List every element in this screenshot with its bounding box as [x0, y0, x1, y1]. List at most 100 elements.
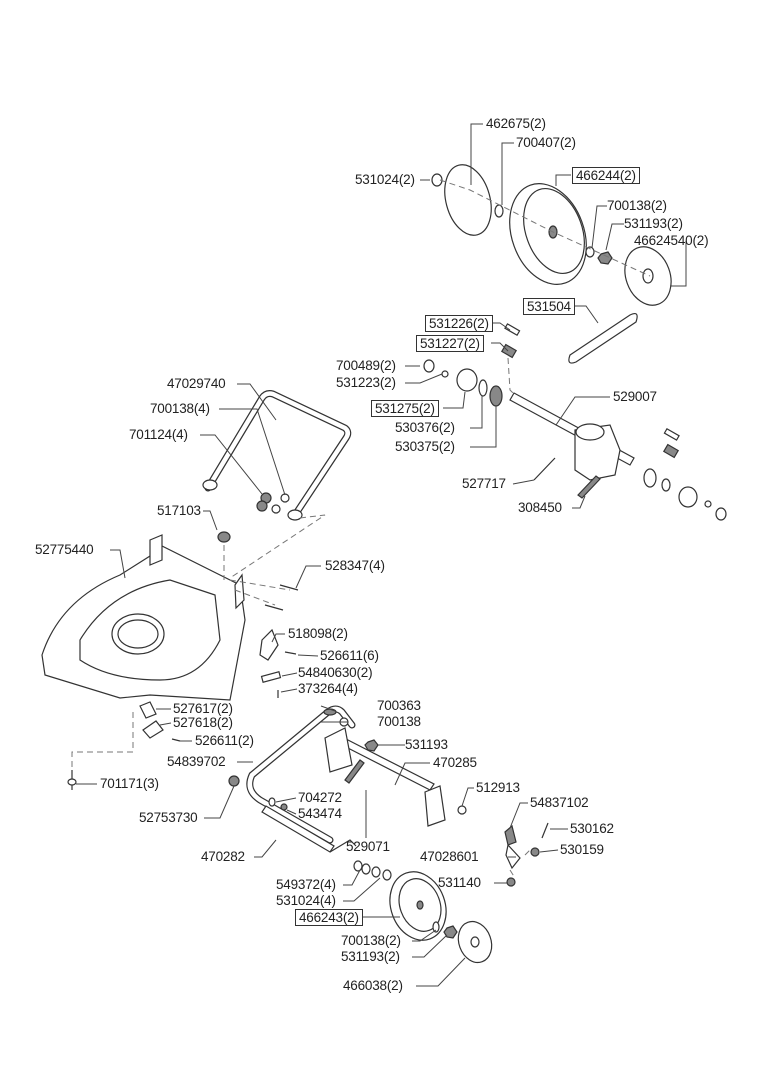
label-52753730: 52753730 — [139, 810, 198, 825]
label-528347: 528347(4) — [325, 558, 385, 573]
key-531226 — [504, 323, 521, 337]
washer-531223 — [441, 370, 449, 378]
label-517103: 517103 — [157, 503, 201, 518]
label-470285: 470285 — [433, 755, 477, 770]
hub-cap-46624540 — [624, 246, 672, 306]
label-529007: 529007 — [613, 389, 657, 404]
label-543474: 543474 — [298, 806, 342, 821]
label-531223: 531223(2) — [336, 375, 396, 390]
upper-handle-47029740 — [202, 390, 352, 579]
label-308450: 308450 — [518, 500, 562, 515]
bolt-530162 — [541, 822, 549, 839]
label-466244: 466244(2) — [572, 167, 640, 184]
label-531226: 531226(2) — [425, 315, 493, 332]
label-54837102: 54837102 — [530, 795, 589, 810]
label-530375: 530375(2) — [395, 439, 455, 454]
ring-530376 — [478, 379, 488, 397]
nut-543474 — [280, 803, 288, 811]
plate-54840630 — [260, 671, 282, 683]
label-531193: 531193(2) — [624, 216, 683, 231]
nut-531193-axle — [364, 739, 379, 752]
label-527617: 527617(2) — [173, 701, 233, 716]
bushing-52753730 — [228, 775, 240, 787]
label-530159: 530159 — [560, 842, 604, 857]
rear-wheel-466244 — [509, 183, 587, 285]
clip-527618 — [142, 720, 164, 739]
label-466038: 466038(2) — [343, 978, 403, 993]
label-512913: 512913 — [476, 780, 520, 795]
bushing-549372 — [353, 860, 363, 872]
label-701171: 701171(3) — [100, 776, 159, 791]
label-54840630: 54840630(2) — [298, 665, 373, 680]
washer-700138 — [585, 246, 595, 258]
bolt-528347 — [279, 584, 299, 591]
washer-531024 — [431, 173, 443, 187]
lever-knob-54837102 — [504, 824, 517, 846]
label-466243: 466243(2) — [295, 909, 363, 926]
label-531227: 531227(2) — [416, 335, 484, 352]
label-470282: 470282 — [201, 849, 245, 864]
nut-531140 — [506, 877, 516, 887]
label-531275: 531275(2) — [371, 400, 439, 417]
label-531193-2: 531193(2) — [341, 949, 400, 964]
drive-belt-531504 — [568, 312, 638, 364]
label-700138-single: 700138 — [377, 714, 421, 729]
nut-530159 — [530, 847, 540, 857]
screw-526611 — [284, 651, 297, 655]
nut-531193 — [597, 251, 613, 265]
label-549372: 549372(4) — [276, 877, 336, 892]
gearbox-axle-529007 — [423, 323, 727, 521]
hub-cap-466038 — [457, 920, 493, 964]
label-47028601: 47028601 — [420, 849, 479, 864]
label-700363: 700363 — [377, 698, 421, 713]
label-530162: 530162 — [570, 821, 614, 836]
label-46624540: 46624540(2) — [634, 233, 709, 248]
label-529071: 529071 — [346, 839, 390, 854]
label-531193-single: 531193 — [405, 737, 448, 752]
label-530376: 530376(2) — [395, 420, 455, 435]
clip-527617 — [139, 701, 157, 719]
bolt-700363 — [323, 708, 337, 716]
mower-deck-52775440 — [41, 534, 246, 701]
label-518098: 518098(2) — [288, 626, 348, 641]
label-526611-6: 526611(6) — [320, 648, 379, 663]
bushing-700407 — [494, 204, 504, 218]
gear-531275 — [456, 368, 478, 392]
nut-531193-front — [443, 925, 458, 939]
label-373264: 373264(4) — [298, 681, 358, 696]
label-47029740: 47029740 — [167, 376, 226, 391]
label-462675: 462675(2) — [486, 116, 546, 131]
spring-308450 — [577, 475, 601, 499]
front-wheel-466243 — [389, 871, 447, 941]
washer-700138-front — [432, 921, 440, 933]
leader-lines — [76, 123, 687, 987]
label-52775440: 52775440 — [35, 542, 94, 557]
label-527618: 527618(2) — [173, 715, 233, 730]
washer-700138-handle — [280, 493, 290, 503]
clip-700489 — [423, 359, 435, 373]
label-54839702: 54839702 — [167, 754, 226, 769]
wheel-inner-cover-462675 — [444, 164, 492, 236]
bolt-512913 — [457, 805, 467, 815]
label-701124: 701124(4) — [129, 427, 188, 442]
axle-470282 — [261, 805, 335, 853]
gearbox-housing — [574, 423, 621, 481]
washer-704272 — [268, 797, 276, 807]
label-700407: 700407(2) — [516, 135, 576, 150]
label-700138-2: 700138(2) — [341, 933, 401, 948]
label-704272: 704272 — [298, 790, 342, 805]
spring-529071 — [344, 759, 365, 784]
rear-wheel-assembly — [431, 164, 672, 306]
gear-530375 — [489, 385, 503, 407]
label-527717: 527717 — [462, 476, 506, 491]
label-700138: 700138(2) — [607, 198, 667, 213]
label-531140: 531140 — [438, 875, 481, 890]
grommet-517103 — [217, 531, 231, 543]
label-531024: 531024(2) — [355, 172, 415, 187]
label-531024-4: 531024(4) — [276, 893, 336, 908]
lever-518098 — [259, 628, 279, 661]
label-700138-4: 700138(4) — [150, 401, 210, 416]
label-526611-2: 526611(2) — [195, 733, 254, 748]
washer-531024-front — [371, 866, 381, 878]
